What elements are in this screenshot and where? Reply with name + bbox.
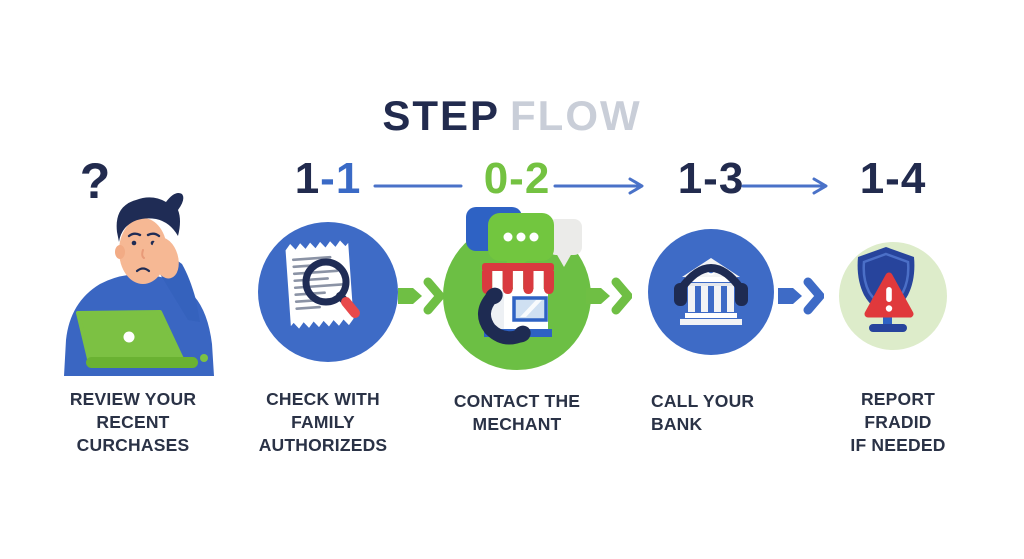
- receipt-magnifier-icon: [258, 222, 398, 362]
- shield-alert-icon: [839, 242, 947, 350]
- title-primary: STEP: [382, 92, 501, 139]
- laptop-logo-dot: [123, 331, 135, 343]
- magnifier-lens: [302, 258, 350, 306]
- magnifier-handle: [341, 297, 360, 318]
- alert-triangle: [864, 272, 914, 318]
- person-laptop-illustration: [64, 193, 214, 376]
- phone-handset: [478, 287, 531, 345]
- number-connector-line-1: [373, 184, 463, 188]
- step-number-3: 1-3: [677, 154, 745, 203]
- step-4-caption: REPORT FRADID IF NEEDED: [850, 389, 946, 456]
- step-1-caption: CHECK WITH FAMILY AUTHORIZEDS: [258, 389, 388, 456]
- store-window: [512, 296, 548, 322]
- laptop-base: [86, 357, 198, 368]
- intro-caption: REVIEW YOUR RECENT CURCHASES: [69, 389, 197, 456]
- step-3-caption: CALL YOUR BANK: [651, 391, 755, 435]
- headset: [674, 264, 748, 306]
- title-secondary: FLOW: [510, 92, 642, 139]
- number-connector-arrow-2: [553, 177, 644, 195]
- bank-headset-icon: [648, 229, 774, 355]
- step-number-4: 1-4: [859, 154, 927, 203]
- step-2-caption: CONTACT THE MECHANT: [453, 391, 581, 435]
- chat-bubble-gray: [548, 219, 582, 267]
- person-hand: [151, 237, 179, 279]
- flow-arrow-blue-3: [778, 277, 824, 315]
- person-hair: [116, 193, 184, 242]
- number-connector-arrow-3: [741, 177, 828, 195]
- question-mark: ?: [79, 153, 111, 209]
- storefront-phone-icon: [443, 207, 591, 370]
- step-number-2: 0-2: [483, 154, 551, 203]
- flow-arrow-green-1: [398, 277, 444, 315]
- flow-arrow-green-2: [586, 277, 632, 315]
- store-awning: [482, 271, 554, 294]
- step-number-1: 1-1: [294, 154, 362, 203]
